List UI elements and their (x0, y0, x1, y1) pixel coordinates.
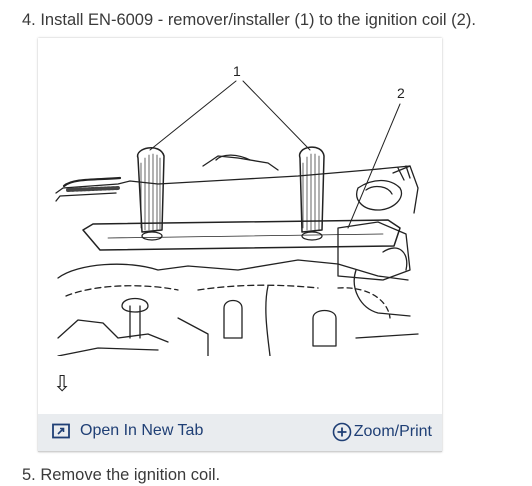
zoom-print-label: Zoom/Print (353, 423, 432, 440)
callout-2: 2 (397, 85, 405, 101)
callout-1: 1 (233, 63, 241, 79)
zoom-print-link[interactable]: Zoom/Print (332, 422, 432, 442)
ignition-coil-illustration: 1 2 (55, 63, 419, 356)
step-5-text: 5. Remove the ignition coil. (22, 466, 221, 484)
scroll-down-arrow-icon: ⇩ (53, 371, 72, 396)
figure-container: 1 2 (38, 38, 442, 452)
open-new-tab-icon (52, 423, 70, 439)
step-4-text: 4. Install EN-6009 - remover/installer (… (22, 11, 476, 29)
plus-circle-icon (332, 422, 352, 442)
open-in-new-tab-label: Open In New Tab (80, 422, 204, 439)
open-in-new-tab-link[interactable]: Open In New Tab (52, 422, 203, 440)
figure-toolbar: Open In New Tab Zoom/Print (38, 414, 442, 451)
